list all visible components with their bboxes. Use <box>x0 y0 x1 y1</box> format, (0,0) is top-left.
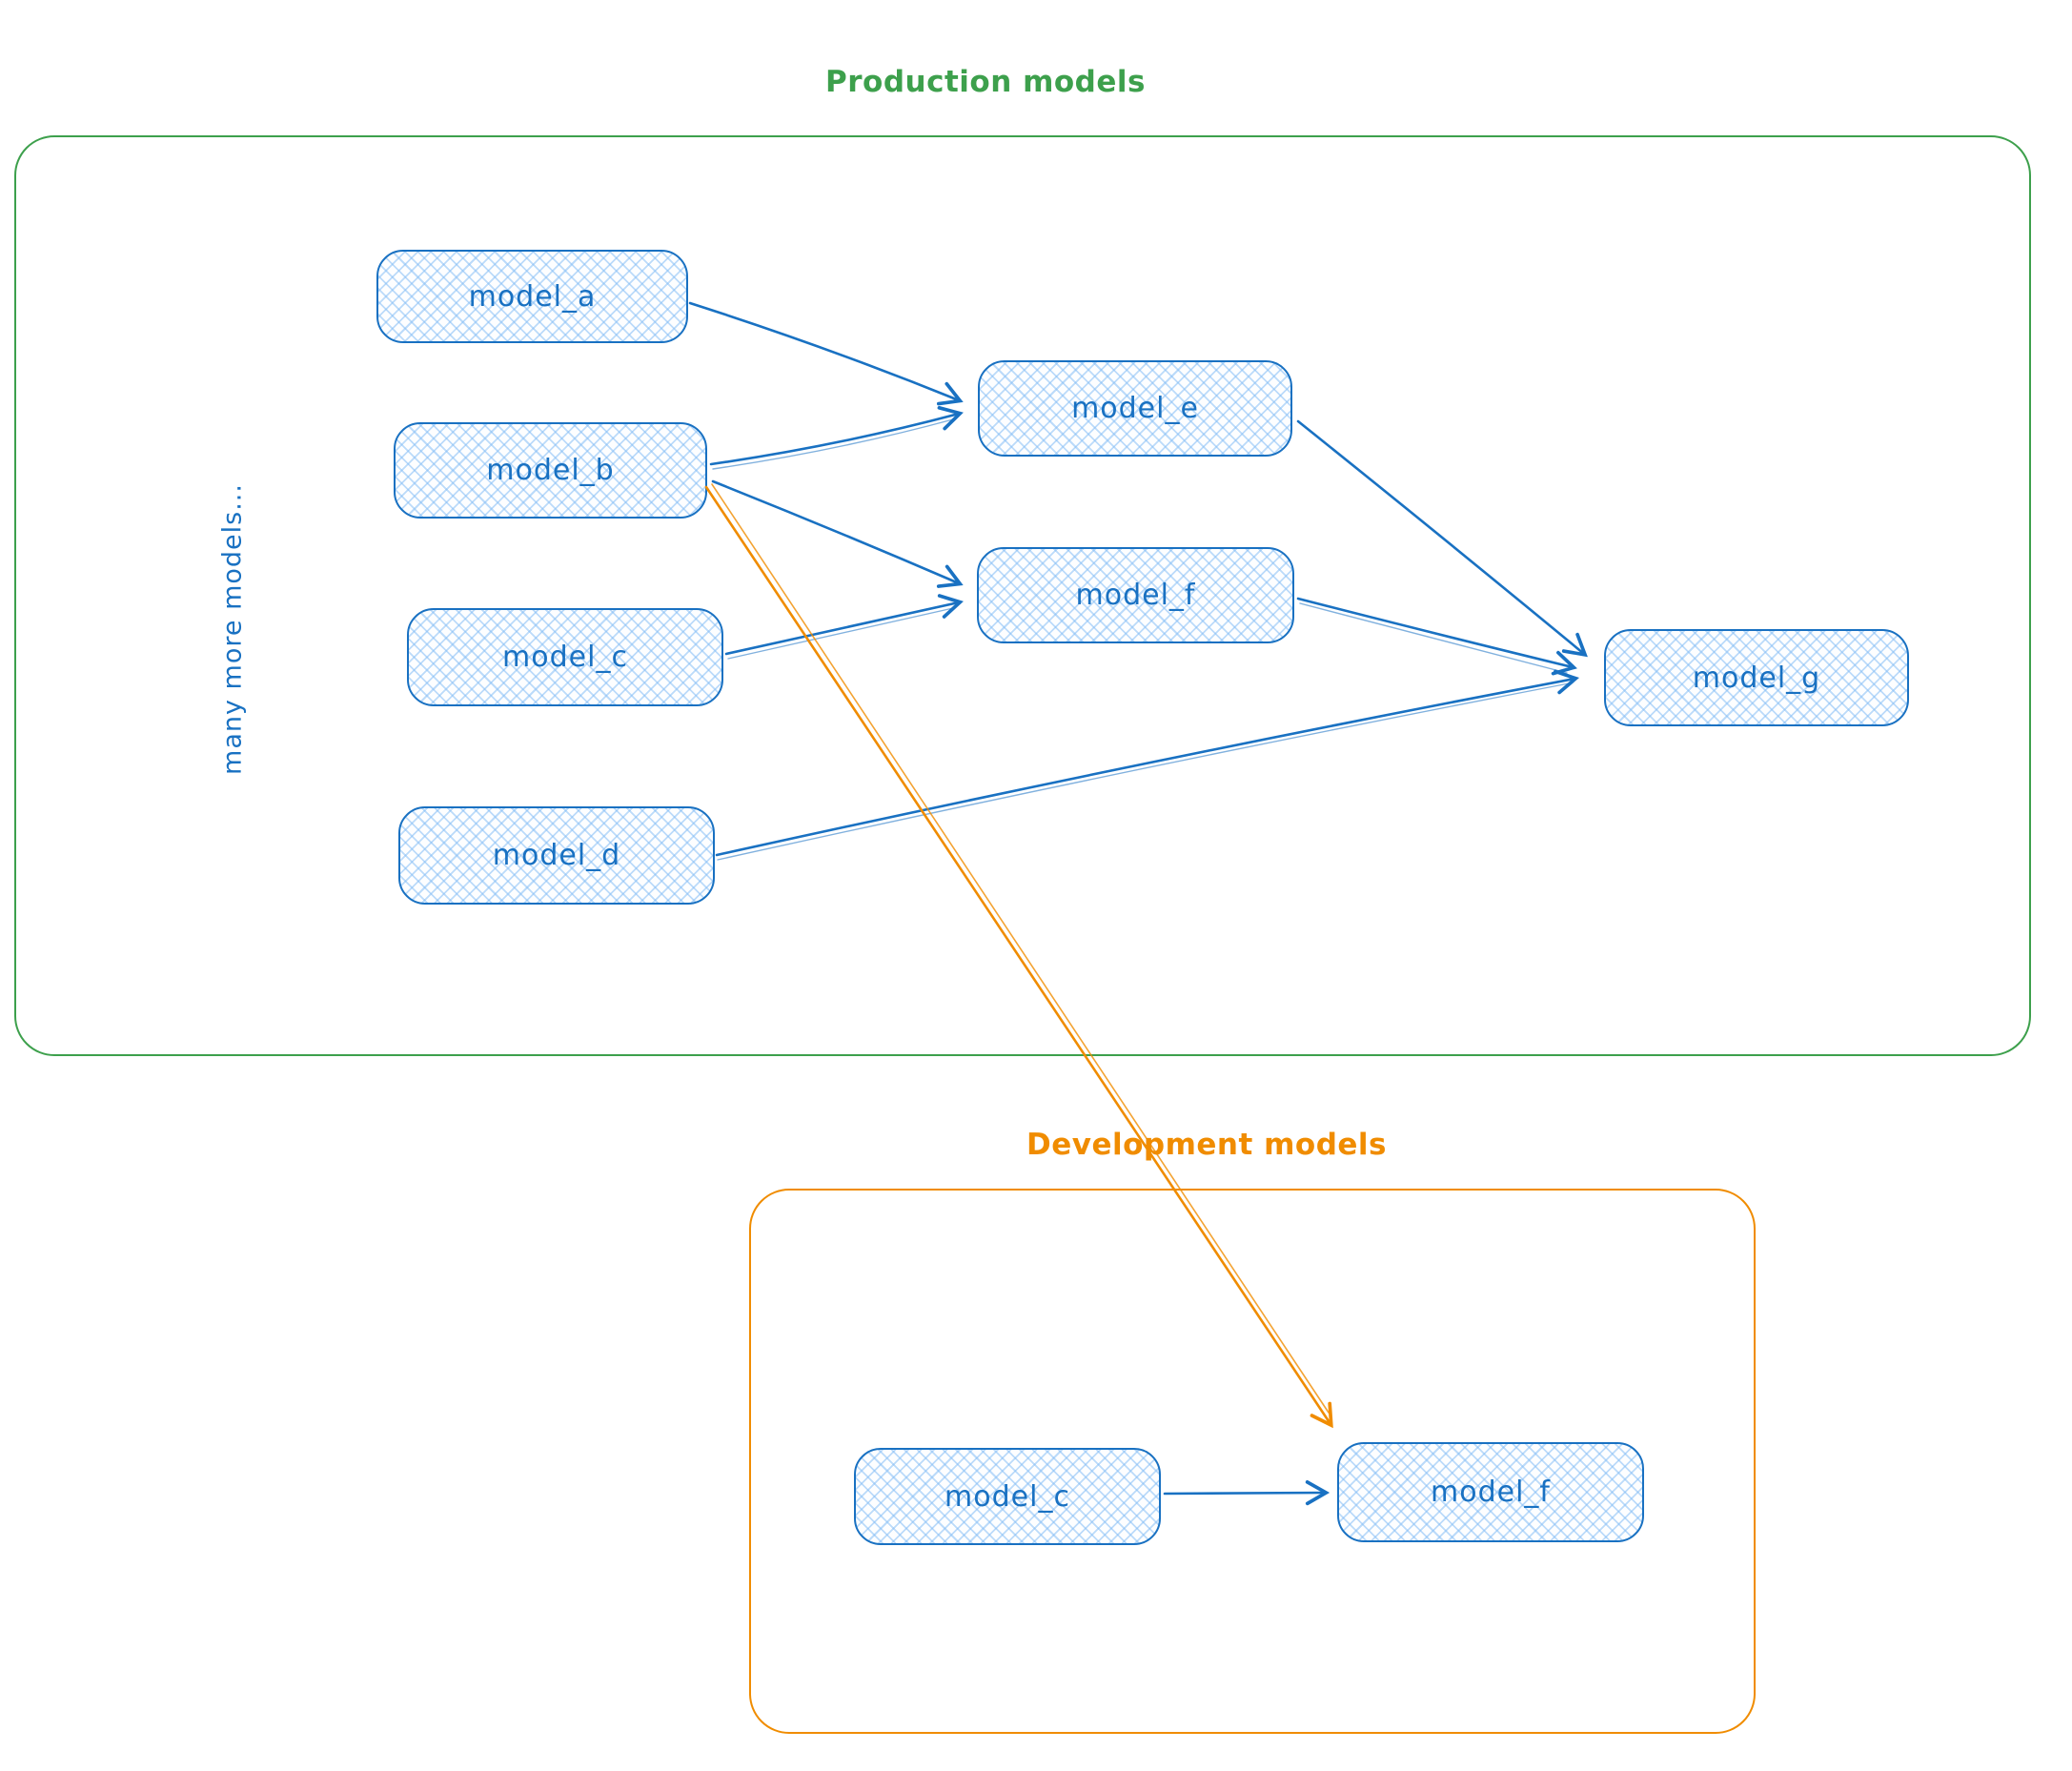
node-production-model-c: model_c <box>407 608 723 706</box>
development-group-title: Development models <box>1026 1128 1388 1162</box>
node-production-model-e: model_e <box>978 360 1292 457</box>
node-production-model-b: model_b <box>394 422 707 519</box>
node-production-model-a: model_a <box>376 250 688 343</box>
node-label-model-g: model_g <box>1692 661 1821 695</box>
many-more-models-note: many more models... <box>217 483 248 775</box>
node-label-model-b: model_b <box>486 454 615 487</box>
node-label-model-d: model_d <box>492 839 621 872</box>
node-label-model-f: model_f <box>1075 579 1196 612</box>
node-label-model-c: model_c <box>502 641 628 674</box>
node-label-dev-model-f: model_f <box>1431 1476 1551 1509</box>
node-production-model-d: model_d <box>398 806 715 905</box>
node-production-model-g: model_g <box>1604 629 1909 726</box>
node-production-model-f: model_f <box>977 547 1294 643</box>
node-development-model-c: model_c <box>854 1448 1161 1545</box>
node-label-model-e: model_e <box>1071 392 1199 425</box>
node-development-model-f: model_f <box>1337 1442 1644 1542</box>
node-label-model-a: model_a <box>468 279 597 314</box>
node-label-dev-model-c: model_c <box>945 1479 1070 1514</box>
production-group-title: Production models <box>825 65 1146 99</box>
